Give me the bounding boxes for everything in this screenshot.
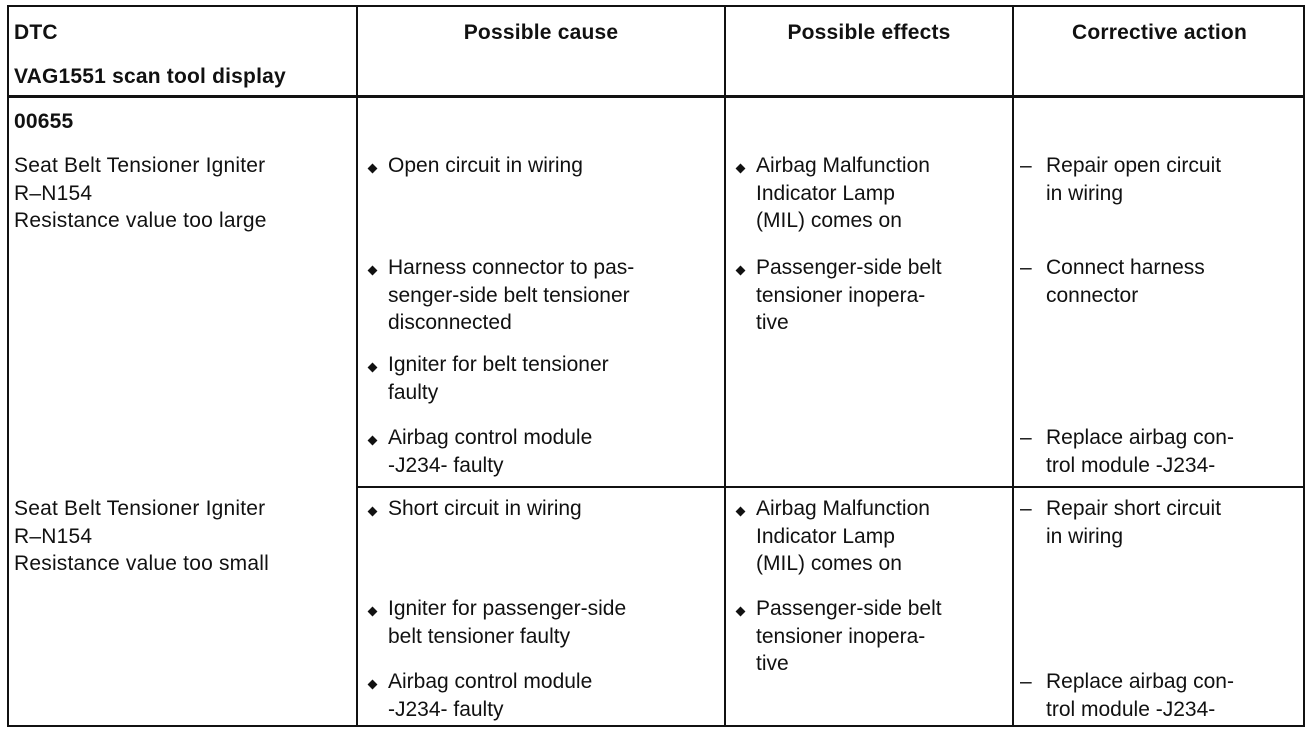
- diamond-bullet-icon: [366, 152, 388, 180]
- description-line: Seat Belt Tensioner Igniter: [14, 497, 266, 520]
- cause-text: Airbag control module: [388, 670, 593, 693]
- header-rule: [7, 95, 1305, 98]
- cause-text: Igniter for belt tensioner: [388, 353, 609, 376]
- cause-text: Open circuit in wiring: [388, 154, 583, 177]
- description-line: R–N154: [14, 181, 93, 205]
- dash-marker: –: [1020, 426, 1032, 449]
- cause-text: senger-side belt tensioner: [388, 283, 630, 307]
- cause-text: faulty: [388, 380, 439, 404]
- description-line: Resistance value too small: [14, 552, 269, 575]
- action-text: in wiring: [1046, 524, 1124, 548]
- action-text: Replace airbag con-: [1046, 426, 1234, 449]
- effect-text: (MIL) comes on: [756, 552, 902, 575]
- column-divider-effects: [724, 5, 726, 727]
- cause-text: Igniter for passenger-side: [388, 597, 627, 620]
- effect-text: tive: [756, 652, 789, 675]
- cause-text: disconnected: [388, 311, 512, 334]
- header-dtc: DTC: [14, 21, 58, 44]
- action-text: connector: [1046, 283, 1139, 307]
- action-text: in wiring: [1046, 181, 1124, 205]
- diamond-bullet-icon: [734, 495, 756, 523]
- action-text: trol module -J234-: [1046, 697, 1216, 721]
- effect-text: Indicator Lamp: [756, 524, 895, 548]
- header-corrective-action: Corrective action: [1072, 21, 1247, 44]
- effect-text: (MIL) comes on: [756, 209, 902, 232]
- action-text: Repair short circuit: [1046, 497, 1222, 520]
- diamond-bullet-icon: [366, 254, 388, 282]
- header-possible-effects: Possible effects: [787, 21, 951, 44]
- header-possible-cause: Possible cause: [463, 21, 619, 44]
- group-divider-rule: [356, 486, 1305, 488]
- diamond-bullet-icon: [734, 254, 756, 282]
- diamond-bullet-icon: [366, 668, 388, 696]
- header-scan-tool-display: VAG1551 scan tool display: [14, 65, 286, 88]
- diamond-bullet-icon: [734, 152, 756, 180]
- cause-text: Short circuit in wiring: [388, 497, 582, 520]
- effect-text: tive: [756, 311, 789, 334]
- fault-description: Seat Belt Tensioner Igniter R–N154 Resis…: [14, 152, 344, 235]
- fault-code: 00655: [14, 110, 74, 133]
- column-divider-action: [1012, 5, 1014, 727]
- dash-marker: –: [1020, 497, 1032, 520]
- action-text: Replace airbag con-: [1046, 670, 1234, 693]
- action-text: Repair open circuit: [1046, 154, 1222, 177]
- effect-text: Airbag Malfunction: [756, 497, 930, 520]
- diamond-bullet-icon: [366, 424, 388, 452]
- diamond-bullet-icon: [366, 595, 388, 623]
- diamond-bullet-icon: [734, 595, 756, 623]
- action-text: trol module -J234-: [1046, 453, 1216, 477]
- effect-text: Airbag Malfunction: [756, 154, 930, 177]
- dash-marker: –: [1020, 256, 1032, 279]
- diamond-bullet-icon: [366, 495, 388, 523]
- effect-text: Passenger-side belt: [756, 256, 942, 279]
- diamond-bullet-icon: [366, 351, 388, 379]
- cause-text: Airbag control module: [388, 426, 593, 449]
- cause-text: -J234- faulty: [388, 453, 504, 477]
- cause-text: Harness connector to pas-: [388, 256, 635, 279]
- description-line: Resistance value too large: [14, 209, 267, 232]
- description-line: Seat Belt Tensioner Igniter: [14, 154, 266, 177]
- dash-marker: –: [1020, 154, 1032, 177]
- dash-marker: –: [1020, 670, 1032, 693]
- description-line: R–N154: [14, 524, 93, 548]
- cause-text: -J234- faulty: [388, 697, 504, 721]
- column-divider-cause: [356, 5, 358, 727]
- effect-text: Indicator Lamp: [756, 181, 895, 205]
- effect-text: tensioner inopera-: [756, 624, 926, 648]
- table-frame: [7, 5, 1305, 727]
- effect-text: Passenger-side belt: [756, 597, 942, 620]
- fault-description: Seat Belt Tensioner Igniter R–N154 Resis…: [14, 495, 344, 578]
- effect-text: tensioner inopera-: [756, 283, 926, 307]
- cause-text: belt tensioner faulty: [388, 624, 571, 648]
- action-text: Connect harness: [1046, 256, 1205, 279]
